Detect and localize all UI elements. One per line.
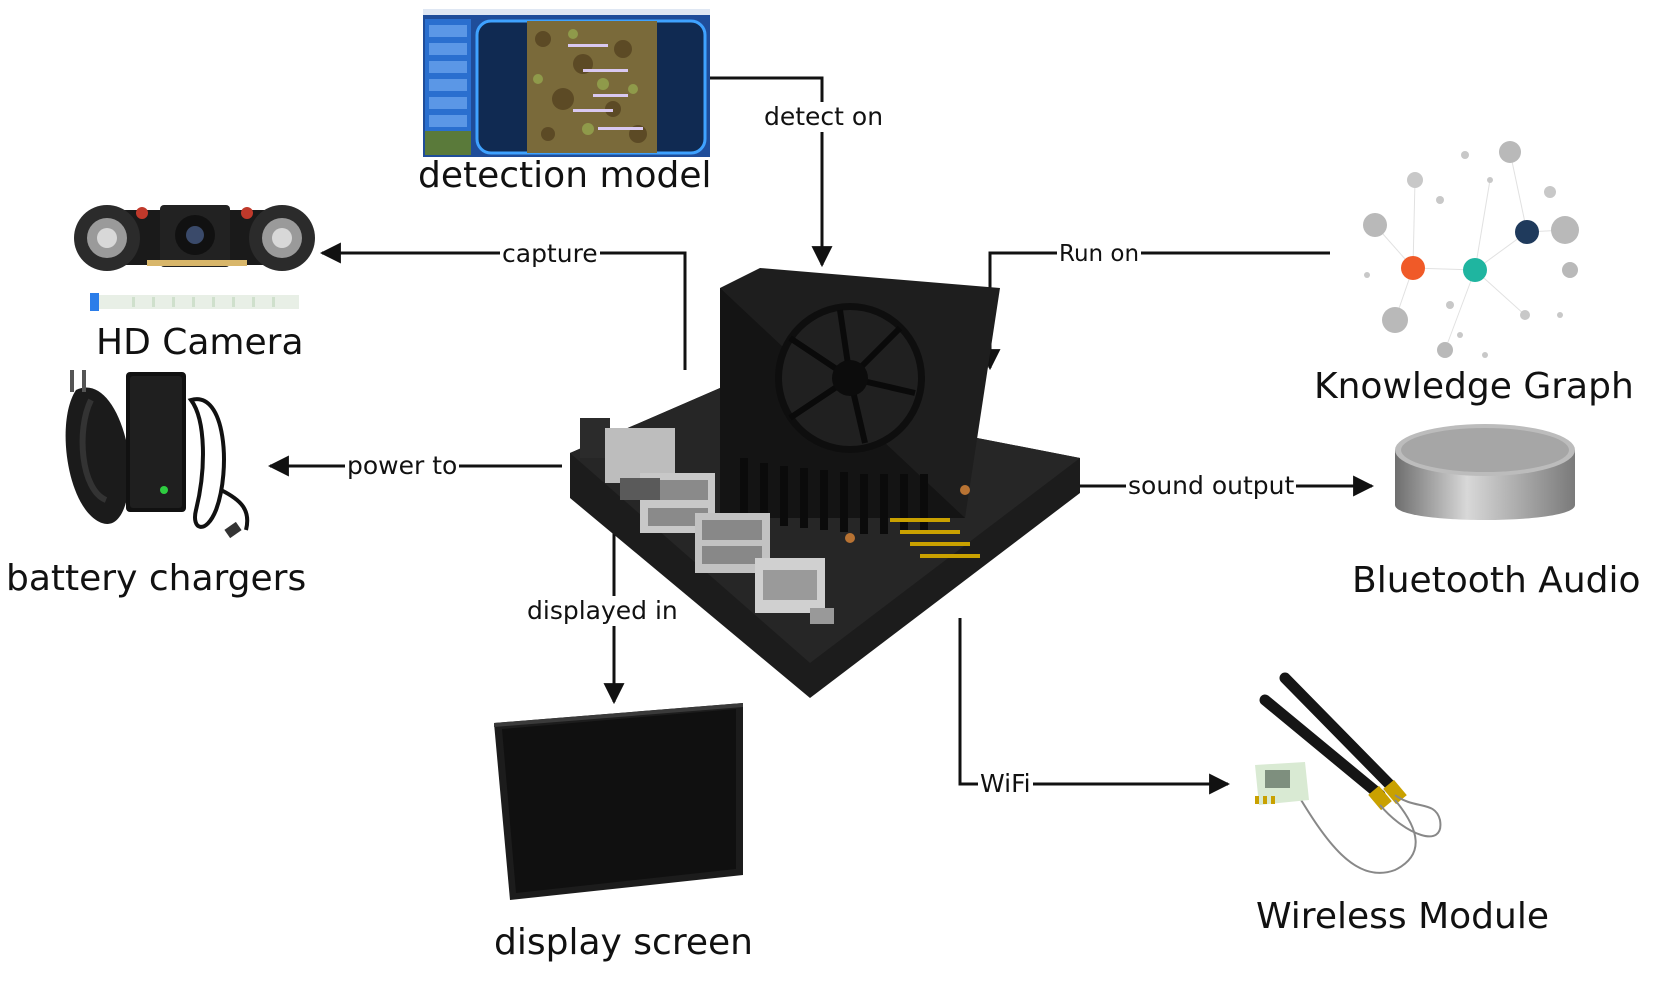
- bluetooth-speaker-image: [1390, 420, 1580, 540]
- hd-camera-label: HD Camera: [96, 322, 304, 363]
- detection-model-image: [423, 9, 710, 157]
- battery-charger-image: [56, 360, 266, 560]
- knowledge-graph-label: Knowledge Graph: [1314, 366, 1634, 407]
- edge-label-sound-output: sound output: [1126, 471, 1297, 501]
- wireless-module-image: [1245, 670, 1485, 890]
- bluetooth-audio-label: Bluetooth Audio: [1352, 560, 1641, 601]
- display-screen-label: display screen: [494, 922, 753, 963]
- detection-model-label: detection model: [418, 155, 712, 196]
- edge-label-run-on: Run on: [1057, 239, 1142, 269]
- edge-label-capture: capture: [500, 239, 600, 269]
- edge-detect-on: [710, 76, 833, 268]
- edge-label-displayed-in: displayed in: [525, 596, 680, 626]
- main-board-image: [560, 268, 1080, 700]
- edge-label-power-to: power to: [345, 451, 460, 481]
- wireless-module-label: Wireless Module: [1256, 896, 1549, 937]
- display-screen-image: [488, 695, 748, 905]
- edge-wifi: [958, 618, 1231, 795]
- hd-camera-image: [72, 205, 317, 315]
- knowledge-graph-image: [1355, 140, 1595, 370]
- edge-capture: [319, 242, 687, 370]
- battery-chargers-label: battery chargers: [6, 558, 307, 599]
- edge-label-detect-on: detect on: [762, 102, 886, 132]
- edge-label-wifi: WiFi: [978, 769, 1033, 799]
